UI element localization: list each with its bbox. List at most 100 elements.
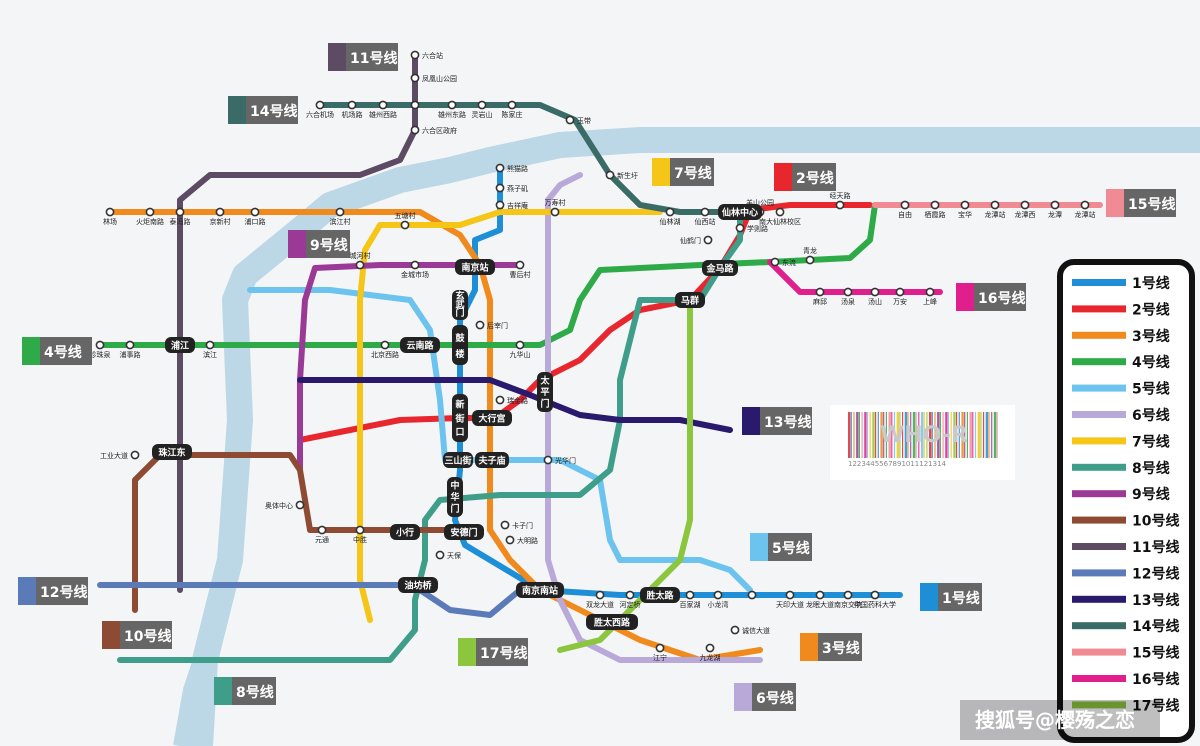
station-label-liuhezhengfu: 六合区政府	[422, 126, 457, 135]
interchange-nanjing_nan: 南京南站	[516, 582, 564, 598]
interchange-label-char: 门	[540, 397, 549, 409]
station-label-zhenzhuquan: 珍珠泉	[90, 350, 111, 359]
station-label-jiuhuashan: 九华山	[510, 350, 531, 359]
station-label-baijiahu: 百家湖	[680, 600, 701, 609]
line-tag-15: 15号线	[1106, 189, 1176, 217]
legend-swatch	[1072, 622, 1126, 630]
legend-item: 1号线	[1072, 275, 1170, 292]
barcode-bar	[983, 412, 985, 458]
station-label-aoti: 奥体中心	[265, 501, 293, 510]
interchange-box	[475, 452, 509, 468]
station-label-qinglong: 青龙	[803, 246, 817, 255]
station-label-xiaolonghu: 小龙湾	[708, 600, 729, 609]
barcode-bar	[934, 412, 936, 458]
station-xiongmaolu	[495, 163, 505, 173]
barcode-bar	[993, 412, 997, 458]
watermark-bg	[960, 700, 1160, 740]
legend-frame	[1057, 259, 1195, 743]
interchange-puzhen: 浦江	[165, 337, 195, 353]
station-shuzhou	[595, 590, 605, 600]
station-longtan2	[1050, 200, 1060, 210]
legend-item: 13号线	[1072, 592, 1179, 609]
barcode-bar	[848, 412, 851, 458]
station-label-wutangcun: 五塘村	[395, 211, 416, 220]
interchange-label-char: 中	[450, 479, 459, 491]
station-label-yudai: 玉带	[577, 117, 591, 125]
station-label-caohou: 曹后村	[510, 270, 531, 279]
line-tag-swatch	[774, 163, 792, 191]
station-xinshengxu	[605, 170, 615, 180]
station-xuewu	[735, 223, 745, 233]
interchange-box	[472, 410, 512, 426]
station-label-xuewu: 学则路	[747, 224, 768, 233]
legend-swatch	[1072, 358, 1126, 366]
station-guanghua	[543, 455, 553, 465]
legend-swatch	[1072, 675, 1126, 682]
line-tag-label: 7号线	[674, 165, 712, 182]
legend-swatch	[1072, 595, 1126, 603]
yangtze-river	[187, 127, 1200, 746]
barcode-bar	[850, 412, 852, 458]
legend-label: 15号线	[1132, 645, 1179, 662]
station-chengxin	[730, 625, 740, 635]
interchange-taipingmen: 太平门	[537, 372, 553, 412]
legend-item: 9号线	[1072, 486, 1170, 503]
station-label-jinchengshichang: 金城市场	[401, 270, 429, 279]
interchange-label-char: 楼	[455, 348, 464, 360]
station-caohou	[515, 260, 525, 270]
barcode-bar	[899, 412, 901, 458]
interchange-label: 胜太路	[645, 590, 674, 602]
interchange-label-char: 平	[540, 387, 549, 398]
interchange-label-char: 鼓	[455, 332, 465, 344]
line-tag-17: 17号线	[458, 638, 528, 666]
barcode-bar	[958, 412, 960, 458]
station-shangfeng	[925, 287, 935, 297]
interchange-box	[452, 394, 468, 442]
line-tag-body	[232, 677, 276, 705]
interchange-box	[400, 337, 440, 353]
station-label-jixiang: 吉祥庵	[507, 201, 528, 210]
interchange-daxinggong: 大行宫	[472, 410, 512, 426]
interchange-shengtaixi: 胜太西路	[586, 614, 638, 630]
interchange-andemen: 安德门	[444, 524, 484, 540]
barcode-bar	[856, 412, 859, 458]
line-tag-swatch	[800, 633, 818, 661]
line-tag-12: 12号线	[18, 577, 88, 605]
interchange-sanshanjie: 三山街	[443, 452, 473, 468]
station-xiongzhoudong	[447, 100, 457, 110]
watermark: 搜狐号@樱殇之恋	[960, 700, 1160, 740]
station-pukoulu	[250, 207, 260, 217]
interchange-label: 仙林中心	[722, 207, 758, 219]
station-label-xianlinhu: 仙林湖	[660, 217, 681, 226]
station-label-nanjingjiaoyu: 南京交院	[834, 600, 862, 609]
station-longtan	[990, 200, 1000, 210]
legend-label: 10号线	[1132, 513, 1179, 530]
legend-item: 10号线	[1072, 513, 1179, 530]
line-tag-11: 11号线	[328, 43, 398, 71]
legend-label: 11号线	[1132, 539, 1179, 556]
station-xianhemen	[703, 235, 713, 245]
line-8	[117, 212, 743, 663]
station-liuhejichang	[315, 100, 325, 110]
line-tag-body	[670, 158, 714, 186]
interchange-label-char: 武	[455, 298, 464, 310]
river-layer	[173, 127, 1200, 746]
station-label-longmian2: 龙眠大道	[806, 600, 834, 609]
interchange-xiaohang: 小行	[390, 524, 420, 540]
barcode-bar	[910, 412, 912, 458]
line-tag-body	[752, 683, 796, 711]
interchange-label: 金马路	[705, 263, 734, 275]
station-label-pushi: 浦事路	[120, 350, 141, 359]
line-tag-8: 8号线	[214, 677, 276, 705]
station-label-gongyedadao: 工业大道	[100, 451, 128, 460]
legend-swatch	[1072, 305, 1126, 313]
barcode-bar	[969, 412, 972, 458]
station-label-tianbei: 天保	[447, 551, 461, 560]
line-tag-label: 14号线	[250, 103, 297, 120]
barcode-bar	[923, 412, 925, 458]
station-wutangcun	[400, 220, 410, 230]
station-label-chengxin: 诚信大道	[742, 626, 770, 635]
station-label-baohua: 宝华	[958, 210, 972, 219]
line-tag-body	[36, 577, 88, 605]
